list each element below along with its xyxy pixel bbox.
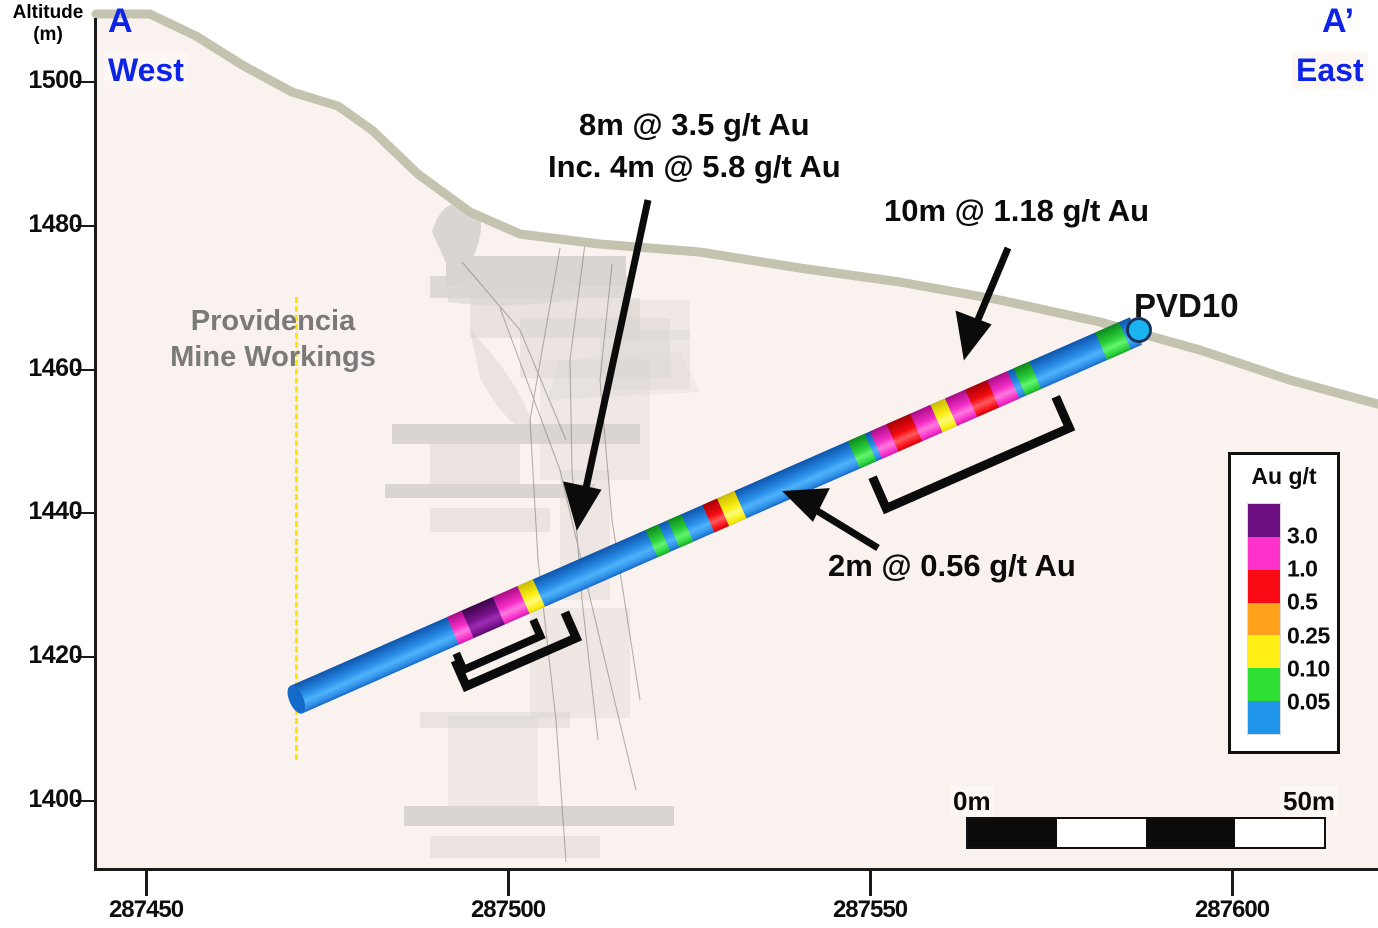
y-tick-label-1480: 1480 <box>28 209 82 238</box>
au-grade-legend: Au g/t 3.0 1.0 0.5 0.25 0.10 0.05 <box>1228 452 1340 754</box>
annotation-2m-intercept: 2m @ 0.56 g/t Au <box>828 548 1076 583</box>
y-axis-title-line2: (m) <box>33 23 63 45</box>
annotation-10m-intercept: 10m @ 1.18 g/t Au <box>884 193 1150 228</box>
legend-swatch-red <box>1248 569 1280 603</box>
legend-colorbar <box>1247 503 1281 735</box>
x-tick-287450 <box>145 871 148 896</box>
y-axis-line <box>94 18 97 870</box>
x-tick-287600 <box>1231 871 1234 896</box>
section-cap-right: A’ <box>1322 2 1355 40</box>
legend-swatch-green <box>1248 668 1280 702</box>
section-direction-east: East <box>1292 52 1368 89</box>
y-tick-1460 <box>76 368 96 371</box>
legend-label-3-0: 3.0 <box>1287 522 1318 549</box>
legend-label-0-25: 0.25 <box>1287 622 1330 649</box>
mine-workings-label-line1: Providencia <box>190 305 356 337</box>
y-tick-1440 <box>76 512 96 515</box>
y-tick-label-1420: 1420 <box>28 641 82 670</box>
drillhole-name-label: PVD10 <box>1134 287 1239 324</box>
x-tick-287500 <box>507 871 510 896</box>
scalebar-start-label: 0m <box>950 786 994 817</box>
legend-swatch-yellow <box>1248 635 1280 669</box>
y-tick-label-1440: 1440 <box>28 497 82 526</box>
scalebar-segment-3 <box>1146 819 1235 847</box>
legend-label-1-0: 1.0 <box>1287 555 1318 582</box>
legend-label-0-05: 0.05 <box>1287 688 1330 715</box>
y-tick-1400 <box>76 800 96 802</box>
legend-swatch-orange <box>1248 602 1280 636</box>
scalebar-segment-4 <box>1235 819 1324 847</box>
legend-swatch-magenta <box>1248 536 1280 570</box>
scalebar-end-label: 50m <box>1280 786 1339 817</box>
scalebar-segment-2 <box>1057 819 1146 847</box>
annotation-8m-line1: 8m @ 3.5 g/t Au <box>579 107 810 142</box>
y-tick-label-1400: 1400 <box>28 785 82 813</box>
legend-title: Au g/t <box>1251 463 1317 489</box>
x-tick-label-287500: 287500 <box>470 896 546 923</box>
y-tick-1500 <box>76 81 96 83</box>
x-tick-label-287550: 287550 <box>832 896 908 923</box>
x-tick-287550 <box>869 871 872 896</box>
y-tick-label-1460: 1460 <box>28 353 82 382</box>
x-axis-line <box>94 868 1378 871</box>
legend-label-0-10: 0.10 <box>1287 655 1330 682</box>
y-axis-title: Altitude (m) <box>2 2 94 46</box>
x-tick-label-287600: 287600 <box>1194 896 1270 923</box>
annotation-8m-line2: Inc. 4m @ 5.8 g/t Au <box>548 148 841 184</box>
annotation-8m-intercept: 8m @ 3.5 g/t Au Inc. 4m @ 5.8 g/t Au <box>548 104 841 188</box>
x-tick-label-287450: 287450 <box>108 896 184 923</box>
legend-label-0-5: 0.5 <box>1287 588 1318 615</box>
scalebar-segment-1 <box>968 819 1057 847</box>
scalebar <box>966 817 1326 849</box>
drillhole-collar-marker[interactable] <box>1126 317 1152 343</box>
y-tick-label-1500: 1500 <box>28 66 82 94</box>
y-axis-title-line1: Altitude <box>12 2 84 23</box>
mine-workings-label-line2: Mine Workings <box>170 341 376 374</box>
legend-swatch-purple <box>1248 504 1280 537</box>
section-direction-west: West <box>104 52 188 89</box>
y-tick-1480 <box>76 224 96 227</box>
section-cap-left: A <box>108 2 133 40</box>
mine-workings-label: Providencia Mine Workings <box>158 303 388 376</box>
legend-swatch-blue <box>1248 701 1280 734</box>
y-tick-1420 <box>76 656 96 659</box>
